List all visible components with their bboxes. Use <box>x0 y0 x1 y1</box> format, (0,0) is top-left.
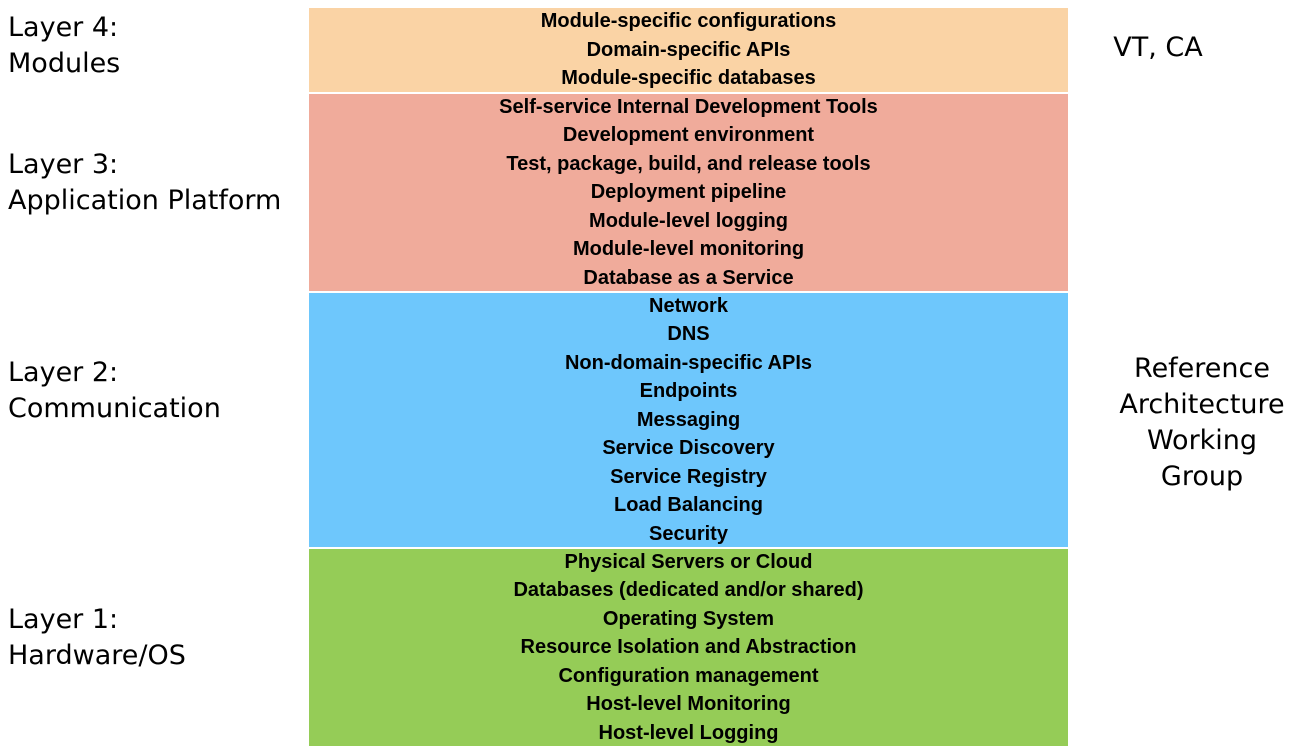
layer-item: Physical Servers or Cloud <box>564 550 813 573</box>
layer-item: Endpoints <box>639 380 738 403</box>
layer-2-box: Network DNS Non-domain-specific APIs End… <box>309 293 1068 547</box>
layer-item: Configuration management <box>558 664 819 687</box>
layer-item: Module-specific databases <box>561 67 816 90</box>
layer-item: Network <box>649 294 728 317</box>
layer-item: Security <box>649 522 728 545</box>
layer-item: Database as a Service <box>583 266 794 289</box>
layer-2-label: Layer 2: Communication <box>8 357 221 424</box>
layer-3-label: Layer 3: Application Platform <box>8 149 282 216</box>
layer-item: Test, package, build, and release tools <box>506 152 871 175</box>
layer-item: Databases (dedicated and/or shared) <box>513 579 864 602</box>
layer-item: Messaging <box>636 408 741 431</box>
layer-item: DNS <box>667 323 710 346</box>
layer-item: Service Registry <box>610 465 767 488</box>
layer-item: Deployment pipeline <box>590 181 787 204</box>
layer-item: Resource Isolation and Abstraction <box>520 636 857 659</box>
layer-1-box: Physical Servers or Cloud Databases (ded… <box>309 549 1068 746</box>
layer-item: Load Balancing <box>614 494 763 517</box>
layer-item: Service Discovery <box>602 437 775 460</box>
layer-item: Host-level Logging <box>598 721 779 744</box>
layer-4-box: Module-specific configurations Domain-sp… <box>309 8 1068 92</box>
layer-3-box: Self-service Internal Development Tools … <box>309 94 1068 291</box>
layer-item: Operating System <box>602 607 775 630</box>
layer-item: Non-domain-specific APIs <box>564 351 813 374</box>
layer-item: Self-service Internal Development Tools <box>499 95 878 118</box>
owner-label-reference: Reference Architecture Working Group <box>1119 353 1285 492</box>
layer-item: Module-level monitoring <box>572 238 805 261</box>
layer-item: Domain-specific APIs <box>586 38 791 61</box>
layer-item: Module-level logging <box>589 209 788 232</box>
layer-item: Development environment <box>562 124 815 147</box>
layer-4-label: Layer 4: Modules <box>8 12 121 79</box>
layer-item: Host-level Monitoring <box>586 693 791 716</box>
owner-label-top: VT, CA <box>1113 32 1203 63</box>
layer-1-label: Layer 1: Hardware/OS <box>8 604 186 671</box>
layer-item: Module-specific configurations <box>540 10 837 33</box>
